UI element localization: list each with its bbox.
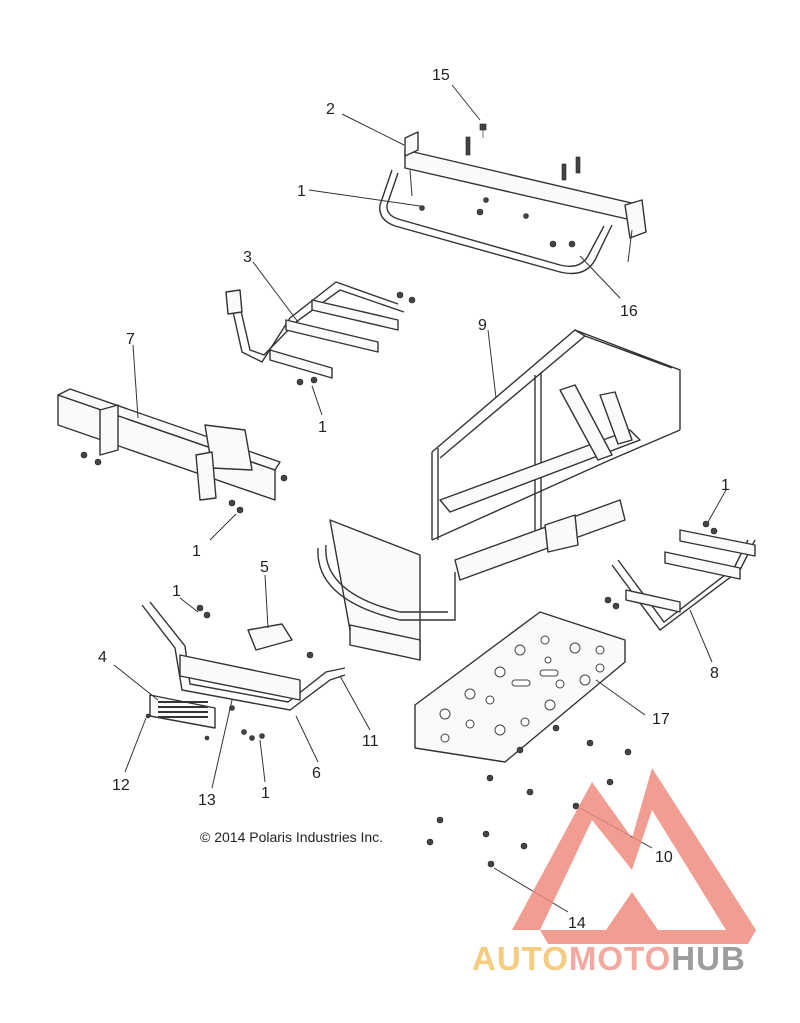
copyright-text: © 2014 Polaris Industries Inc. — [200, 829, 383, 845]
callout-3: 3 — [243, 249, 252, 266]
front-bumper-assembly — [141, 601, 346, 741]
callout-2: 2 — [326, 101, 335, 118]
watermark-logo: AUTOMOTOHUB — [472, 768, 756, 977]
skid-plate — [414, 611, 626, 763]
callout-1-left: 1 — [192, 543, 201, 560]
upper-bracket-assembly — [225, 281, 416, 386]
watermark-triangle-icon — [512, 768, 756, 944]
callout-17: 17 — [652, 711, 670, 728]
callout-16: 16 — [620, 303, 638, 320]
fastener-group — [426, 724, 632, 868]
callout-4: 4 — [98, 649, 107, 666]
front-cross-member — [57, 388, 288, 514]
watermark-word-auto: AUTO — [472, 940, 569, 977]
callout-5: 5 — [260, 559, 269, 576]
callout-1-bumper: 1 — [172, 583, 181, 600]
callout-12: 12 — [112, 777, 130, 794]
watermark-word-moto: MOTO — [569, 940, 671, 977]
rear-rack-assembly — [379, 123, 647, 275]
callout-10: 10 — [655, 849, 673, 866]
main-frame — [317, 329, 681, 661]
callout-8: 8 — [710, 665, 719, 682]
callout-1-right: 1 — [721, 477, 730, 494]
callout-1-top: 1 — [297, 183, 306, 200]
callout-7: 7 — [126, 331, 135, 348]
callout-13: 13 — [198, 792, 216, 809]
side-bracket-assembly — [604, 520, 756, 631]
callout-labels: 15 2 1 16 3 1 9 7 1 1 8 5 1 4 11 17 12 6… — [98, 67, 730, 932]
callout-15: 15 — [432, 67, 450, 84]
callout-1-bottom: 1 — [261, 785, 270, 802]
watermark-word-hub: HUB — [671, 940, 746, 977]
grille-panel — [145, 694, 216, 741]
callout-9: 9 — [478, 317, 487, 334]
callout-11: 11 — [362, 733, 379, 750]
callout-6: 6 — [312, 765, 321, 782]
callout-1-mid: 1 — [318, 419, 327, 436]
callout-14: 14 — [568, 915, 586, 932]
svg-text:AUTOMOTOHUB: AUTOMOTOHUB — [472, 940, 746, 977]
